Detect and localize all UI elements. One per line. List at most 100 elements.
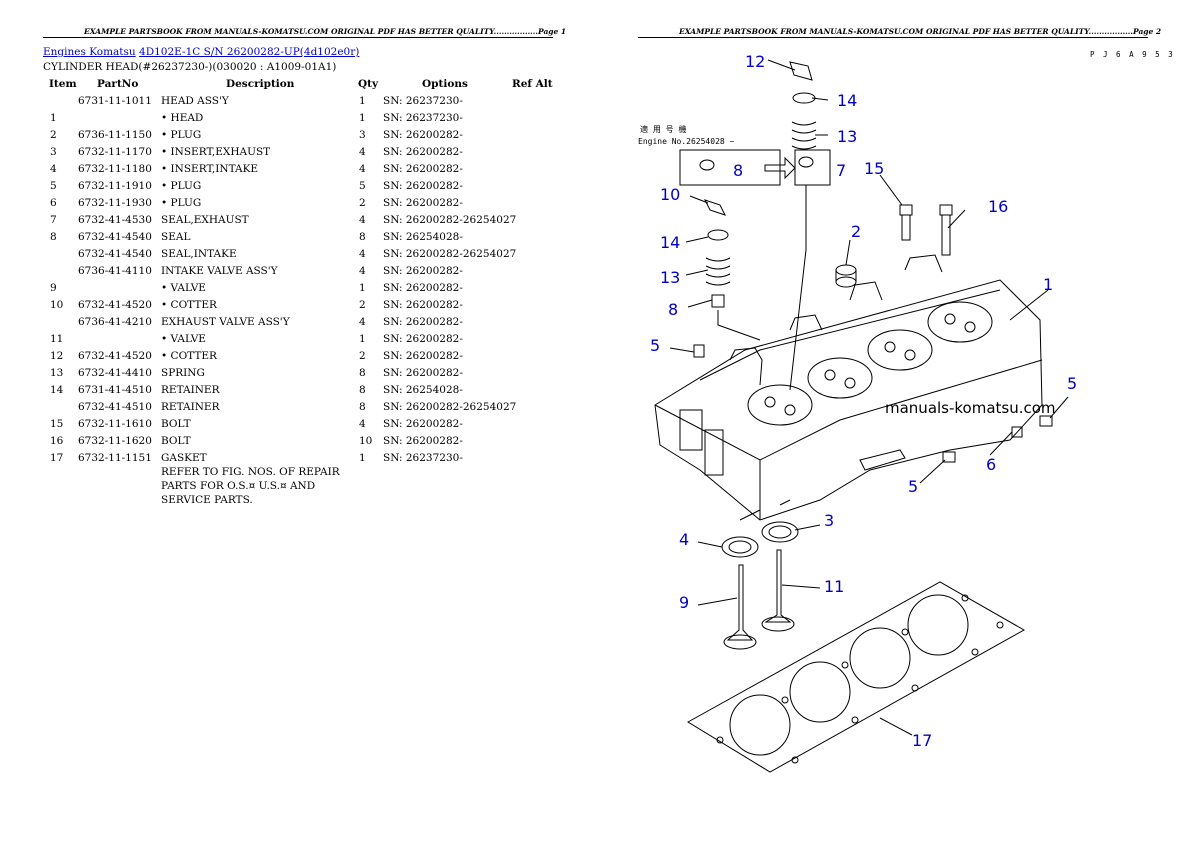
row-qty: 8 [359,384,366,396]
row-qty: 8 [359,401,366,413]
callout-12: 12 [745,52,765,71]
row-description: • VALVE [161,282,206,294]
table-row: 13 6732-41-4410 SPRING 8 SN: 26200282- [0,367,595,384]
row-item: 5 [50,180,57,192]
callout-13: 13 [837,127,857,146]
row-qty: 1 [359,333,366,345]
callout-17: 17 [912,731,932,750]
row-description: SEAL,INTAKE [161,248,237,260]
row-partno: 6732-41-4530 [78,214,152,226]
row-partno: 6732-41-4410 [78,367,152,379]
row-partno: 6732-11-1610 [78,418,152,430]
row-description: BOLT [161,435,191,447]
table-row: 9 • VALVE 1 SN: 26200282- [0,282,595,299]
callout-5b: 5 [1067,374,1077,393]
row-item: 13 [50,367,64,379]
row-description: SPRING [161,367,205,379]
row-item: 11 [50,333,64,345]
row-description: HEAD ASS'Y [161,95,229,107]
callout-4: 4 [679,530,689,549]
row-qty: 1 [359,112,366,124]
row-qty: 4 [359,214,366,226]
page-header-2: EXAMPLE PARTSBOOK FROM MANUALS-KOMATSU.C… [679,27,1162,36]
row-qty: 4 [359,146,366,158]
callout-16: 16 [988,197,1008,216]
row-description: • COTTER [161,299,217,311]
row-partno: 6732-11-1151 [78,452,152,464]
row-description: SEAL,EXHAUST [161,214,249,226]
table-row: 11 • VALVE 1 SN: 26200282- [0,333,595,350]
row-item: 12 [50,350,64,362]
callout-5a: 5 [650,336,660,355]
row-description: BOLT [161,418,191,430]
row-description: INTAKE VALVE ASS'Y [161,265,278,277]
row-qty: 4 [359,418,366,430]
row-options: SN: 26237230- [383,452,463,464]
row-item: 17 [50,452,64,464]
row-options: SN: 26200282- [383,282,463,294]
watermark: manuals-komatsu.com [885,399,1056,417]
engine-no-label: Engine No.26254028 ~ [638,137,735,146]
row-options: SN: 26200282- [383,350,463,362]
row-options: SN: 26200282-26254027 [383,214,517,226]
page-header: EXAMPLE PARTSBOOK FROM MANUALS-KOMATSU.C… [84,27,567,36]
row-description: • INSERT,INTAKE [161,163,259,175]
row-item: 1 [50,112,57,124]
row-partno: 6732-11-1620 [78,435,152,447]
row-options: SN: 26200282- [383,163,463,175]
row-options: SN: 26200282- [383,418,463,430]
row-qty: 8 [359,231,366,243]
row-partno: 6732-41-4510 [78,401,152,413]
repair-note: REFER TO FIG. NOS. OF REPAIR PARTS FOR O… [161,466,340,506]
figure-code: P J 6 A 9 5 3 [1090,50,1175,59]
row-partno: 6731-11-1011 [78,95,152,107]
header-divider [43,37,553,38]
row-partno: 6736-41-4210 [78,316,152,328]
row-qty: 4 [359,163,366,175]
row-qty: 8 [359,367,366,379]
row-options: SN: 26200282- [383,129,463,141]
row-qty: 2 [359,197,366,209]
row-options: SN: 26200282- [383,180,463,192]
row-partno: 6732-11-1930 [78,197,152,209]
diagram-page: EXAMPLE PARTSBOOK FROM MANUALS-KOMATSU.C… [595,0,1190,842]
callout-13b: 13 [660,268,680,287]
row-description: • PLUG [161,180,202,192]
row-item: 9 [50,282,57,294]
row-partno: 6736-41-4110 [78,265,152,277]
row-item: 16 [50,435,64,447]
breadcrumb: Engines Komatsu 4D102E-1C S/N 26200282-U… [43,46,359,58]
row-partno: 6736-11-1150 [78,129,152,141]
row-partno: 6732-41-4540 [78,248,152,260]
row-item: 3 [50,146,57,158]
callout-7: 7 [836,161,846,180]
row-description: • COTTER [161,350,217,362]
callout-8b: 8 [668,300,678,319]
callout-1: 1 [1043,275,1053,294]
col-header-description: Description [226,78,295,90]
row-options: SN: 26200282- [383,197,463,209]
callout-11: 11 [824,577,844,596]
row-options: SN: 26200282- [383,333,463,345]
breadcrumb-link-engines[interactable]: Engines Komatsu [43,46,136,58]
row-qty: 2 [359,350,366,362]
callout-14: 14 [837,91,857,110]
row-description: • VALVE [161,333,206,345]
breadcrumb-link-model[interactable]: 4D102E-1C S/N 26200282-UP(4d102e0r) [139,46,360,58]
row-options: SN: 26200282- [383,367,463,379]
row-qty: 4 [359,248,366,260]
header-divider-2 [638,37,1148,38]
row-qty: 1 [359,282,366,294]
